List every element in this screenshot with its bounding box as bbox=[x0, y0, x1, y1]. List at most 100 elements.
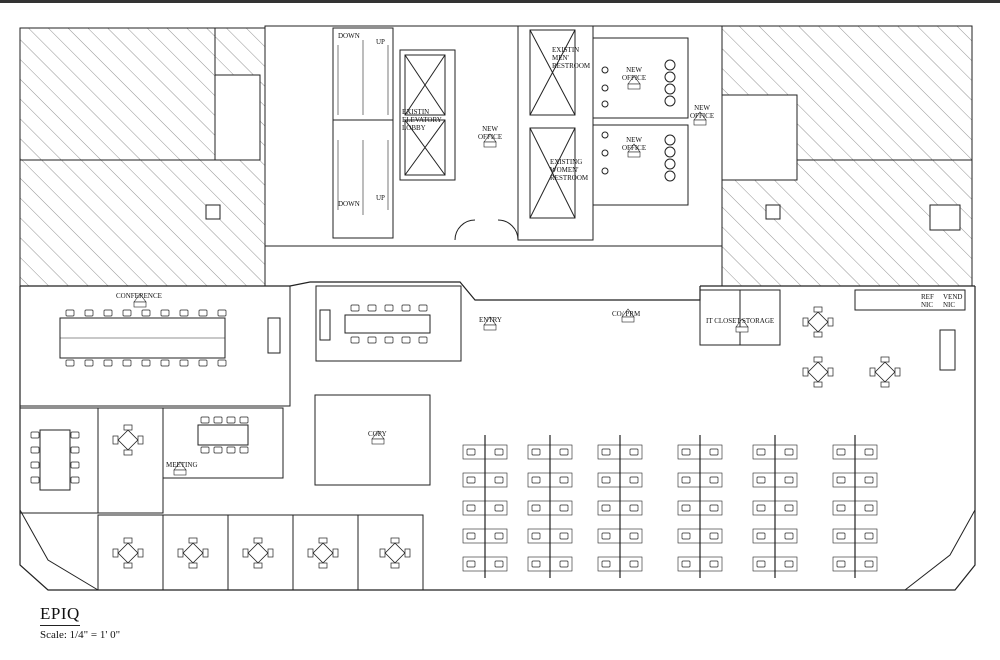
workstation-desk bbox=[462, 472, 508, 488]
workstation-desk bbox=[677, 472, 723, 488]
chair bbox=[559, 504, 569, 512]
chair bbox=[864, 448, 874, 456]
chair bbox=[179, 309, 189, 317]
entry-label: ENTRY bbox=[479, 316, 502, 324]
it-closet-label: IT CLOSET bbox=[706, 317, 741, 325]
storage-label: STORAGE bbox=[742, 317, 775, 325]
chair bbox=[103, 309, 113, 317]
chair bbox=[65, 359, 75, 367]
chair bbox=[466, 448, 476, 456]
meeting-room-center bbox=[315, 285, 462, 362]
workstation-desk bbox=[752, 500, 798, 516]
chair bbox=[213, 446, 223, 454]
workstation-desk bbox=[832, 472, 878, 488]
workstation-desk bbox=[677, 528, 723, 544]
workstation-desk bbox=[832, 500, 878, 516]
vend-nic-label: VEND NIC bbox=[943, 293, 963, 309]
round-table bbox=[802, 356, 834, 388]
round-table bbox=[112, 424, 144, 456]
bottom-offices bbox=[19, 509, 976, 591]
it-storage bbox=[699, 289, 966, 371]
chair bbox=[864, 504, 874, 512]
chair bbox=[198, 309, 208, 317]
new-office-label-b: NEW OFFICE bbox=[622, 66, 647, 82]
workstation-desk bbox=[597, 500, 643, 516]
chair bbox=[681, 448, 691, 456]
chair bbox=[141, 309, 151, 317]
workstation-desk bbox=[677, 500, 723, 516]
new-office-label-c: NEW OFFICE bbox=[622, 136, 647, 152]
chair bbox=[122, 309, 132, 317]
workstation-desk bbox=[597, 556, 643, 572]
workstation-desk bbox=[527, 528, 573, 544]
chair bbox=[84, 359, 94, 367]
chair bbox=[160, 309, 170, 317]
hatched-area-west bbox=[19, 27, 266, 287]
round-table bbox=[112, 537, 144, 569]
chair bbox=[200, 416, 210, 424]
chair bbox=[629, 504, 639, 512]
chair bbox=[531, 532, 541, 540]
stair-down-label-bottom: DOWN bbox=[338, 200, 360, 208]
chair bbox=[709, 532, 719, 540]
workstation-desk bbox=[752, 444, 798, 460]
chair bbox=[784, 560, 794, 568]
round-table bbox=[177, 537, 209, 569]
workstation-desk bbox=[832, 556, 878, 572]
workstation-desk bbox=[597, 528, 643, 544]
chair bbox=[30, 446, 40, 454]
chair bbox=[70, 461, 80, 469]
stair-down-label-top: DOWN bbox=[338, 32, 360, 40]
chair bbox=[784, 448, 794, 456]
chair bbox=[629, 560, 639, 568]
chair bbox=[239, 416, 249, 424]
chair bbox=[601, 504, 611, 512]
chair bbox=[384, 336, 394, 344]
chair bbox=[494, 504, 504, 512]
chair bbox=[864, 476, 874, 484]
chair bbox=[179, 359, 189, 367]
womens-restroom-label: EXISTING WOMEN' RESTROOM bbox=[550, 158, 589, 182]
chair bbox=[350, 336, 360, 344]
chair bbox=[559, 560, 569, 568]
chair bbox=[367, 336, 377, 344]
chair bbox=[70, 431, 80, 439]
conference-room bbox=[19, 285, 291, 407]
chair bbox=[494, 448, 504, 456]
chair bbox=[494, 560, 504, 568]
chair bbox=[531, 504, 541, 512]
workstation-desk bbox=[677, 444, 723, 460]
project-name: EPIQ bbox=[40, 604, 80, 626]
scale-note: Scale: 1/4" = 1' 0" bbox=[40, 629, 121, 641]
chair bbox=[629, 448, 639, 456]
workstation-desk bbox=[597, 444, 643, 460]
chair bbox=[756, 532, 766, 540]
chair bbox=[200, 446, 210, 454]
workstation-desk bbox=[462, 444, 508, 460]
workstation-clusters bbox=[462, 435, 878, 578]
chair bbox=[217, 359, 227, 367]
chair bbox=[141, 359, 151, 367]
chair bbox=[784, 532, 794, 540]
chair bbox=[531, 476, 541, 484]
chair bbox=[418, 336, 428, 344]
chair bbox=[601, 448, 611, 456]
chair bbox=[681, 476, 691, 484]
workstation-desk bbox=[752, 556, 798, 572]
chair bbox=[70, 446, 80, 454]
chair bbox=[213, 416, 223, 424]
chair bbox=[103, 359, 113, 367]
chair bbox=[864, 532, 874, 540]
copy-label: COPY bbox=[368, 430, 387, 438]
chair bbox=[466, 560, 476, 568]
ref-nic-label: REF NIC bbox=[921, 293, 934, 309]
chair bbox=[84, 309, 94, 317]
chair bbox=[30, 461, 40, 469]
new-office-label-a: NEW OFFICE bbox=[478, 125, 503, 141]
round-table bbox=[869, 356, 901, 388]
chair bbox=[836, 476, 846, 484]
chair bbox=[239, 446, 249, 454]
workstation-desk bbox=[832, 444, 878, 460]
workstation-desk bbox=[462, 528, 508, 544]
chair bbox=[681, 560, 691, 568]
